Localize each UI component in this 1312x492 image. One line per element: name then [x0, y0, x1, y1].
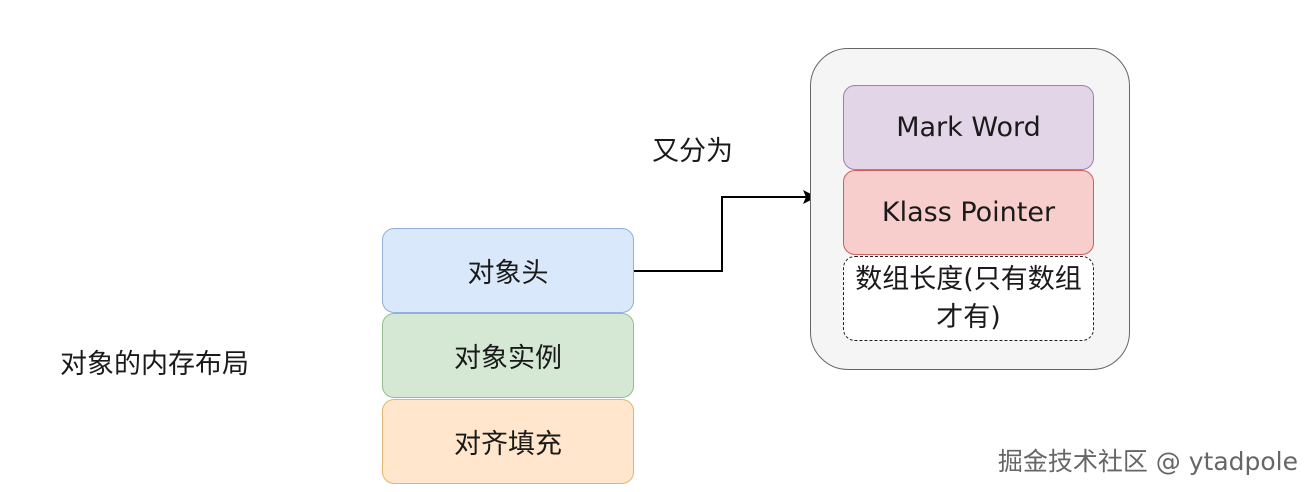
instance-data-label: 对象实例 — [454, 343, 562, 374]
klass-pointer-box: Klass Pointer — [843, 170, 1094, 255]
instance-data-box: 对象实例 — [382, 313, 634, 398]
padding-label: 对齐填充 — [454, 429, 562, 460]
connector-line — [634, 196, 806, 272]
memory-layout-label: 对象的内存布局 — [60, 349, 249, 380]
object-header-label: 对象头 — [467, 258, 549, 289]
padding-box: 对齐填充 — [382, 399, 634, 484]
array-length-box: 数组长度(只有数组才有) — [843, 256, 1094, 341]
watermark: 掘金技术社区 @ ytadpole — [997, 447, 1298, 476]
mark-word-box: Mark Word — [843, 85, 1094, 170]
mark-word-label: Mark Word — [896, 112, 1041, 143]
array-length-label: 数组长度(只有数组才有) — [855, 263, 1082, 333]
edge-label: 又分为 — [652, 136, 733, 167]
object-header-box: 对象头 — [382, 228, 634, 313]
klass-pointer-label: Klass Pointer — [881, 197, 1056, 228]
